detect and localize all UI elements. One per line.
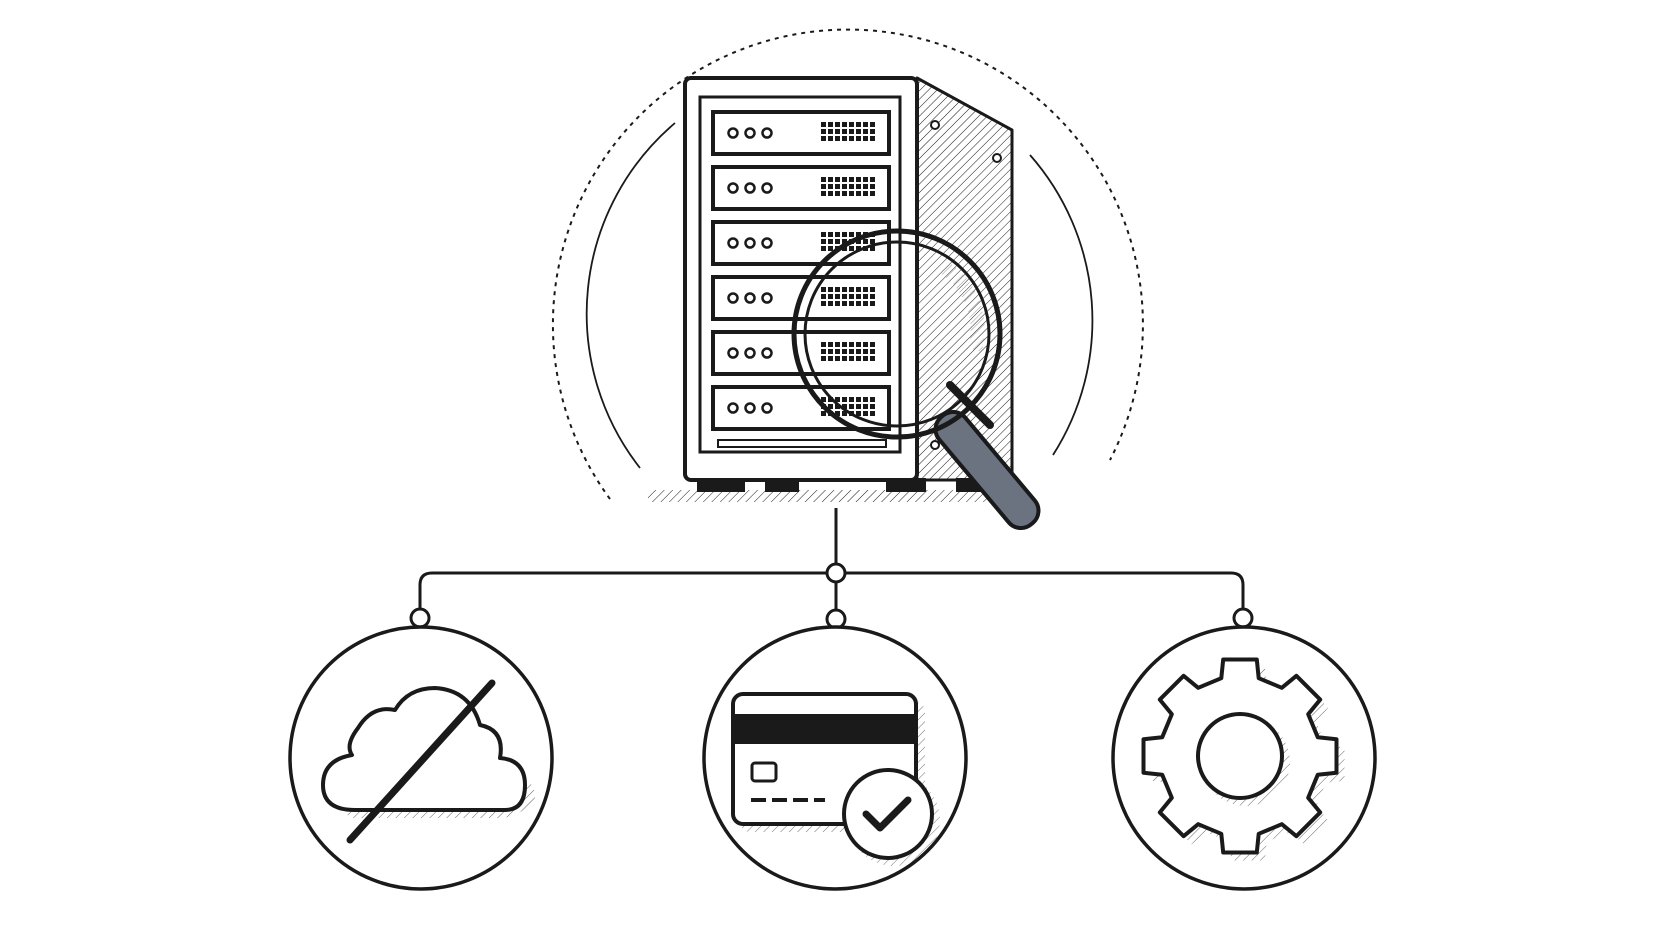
server-led <box>744 402 756 414</box>
server-units <box>711 110 891 431</box>
server-unit <box>711 165 891 211</box>
server-led <box>727 127 739 139</box>
branch-node-cloud-off <box>288 625 554 891</box>
right-branch-line <box>844 571 1245 609</box>
cloud-off-icon <box>321 679 535 844</box>
credit-card-check-icon <box>731 692 940 866</box>
server-led <box>727 182 739 194</box>
server-vent-grill <box>821 177 875 196</box>
server-led <box>761 402 773 414</box>
left-junction-node <box>409 607 431 629</box>
server-vent-grill <box>821 342 875 361</box>
server-unit <box>711 110 891 156</box>
branch-node-payment <box>702 625 968 891</box>
right-junction-node <box>1232 607 1254 629</box>
server-unit <box>711 220 891 266</box>
gear-icon <box>1141 657 1345 861</box>
server-led <box>744 292 756 304</box>
server-led <box>727 402 739 414</box>
check-icon <box>862 796 912 832</box>
left-branch-line <box>418 571 828 609</box>
server-led <box>761 347 773 359</box>
cloud-strike-line <box>346 679 496 844</box>
orbit-arcs <box>551 28 1144 500</box>
connector-tree <box>409 508 1254 630</box>
server-led <box>761 127 773 139</box>
server-bottom-slot <box>717 439 887 448</box>
credit-card-stripe <box>733 714 916 744</box>
credit-card-chip <box>750 761 778 783</box>
server-led <box>727 347 739 359</box>
server-led <box>744 347 756 359</box>
server-ground-shadow <box>648 490 1000 502</box>
magnifier-rim-inner <box>803 240 991 428</box>
server-led <box>727 292 739 304</box>
gear-center-hole <box>1196 712 1284 800</box>
server-led <box>727 237 739 249</box>
magnifier-glare <box>940 262 985 352</box>
server-vent-grill <box>821 122 875 141</box>
server-led <box>744 127 756 139</box>
server-vent-grill <box>821 287 875 306</box>
magnifier-rim <box>791 228 1003 440</box>
dashed-orbit-arc <box>551 28 1144 500</box>
check-badge-circle <box>842 768 934 860</box>
server-led <box>761 292 773 304</box>
server-led <box>744 182 756 194</box>
server-led <box>744 237 756 249</box>
cloud-outline <box>321 686 527 812</box>
server-unit <box>711 385 891 431</box>
inner-right-arc <box>1029 154 1094 456</box>
hub-junction-node <box>825 562 847 584</box>
server-led <box>761 237 773 249</box>
server-unit <box>711 275 891 321</box>
inner-left-arc <box>585 122 676 469</box>
magnifier-handle <box>933 409 1041 531</box>
server-led <box>761 182 773 194</box>
branch-node-settings <box>1111 625 1377 891</box>
server-vent-grill <box>821 397 875 416</box>
magnifying-glass-icon <box>791 228 1041 531</box>
